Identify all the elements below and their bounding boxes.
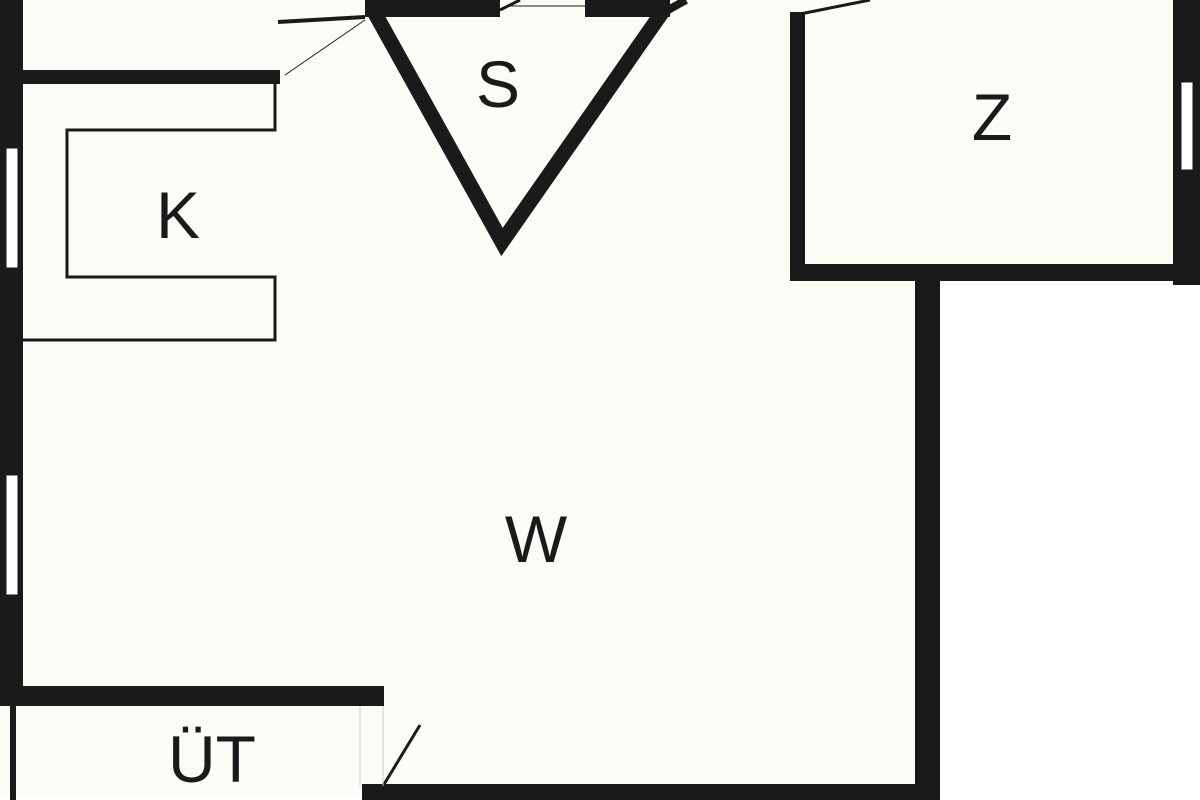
- z-bottom-wall: [790, 264, 1180, 281]
- ut-top-wall: [0, 686, 384, 706]
- w-right-wall: [915, 264, 940, 800]
- kitchen-top-wall: [22, 70, 280, 84]
- s-room-walls: [365, 0, 675, 257]
- kitchen-counter: [22, 84, 277, 342]
- s-top-wall-right: [585, 0, 670, 17]
- room-label-ut: ÜT: [168, 722, 256, 796]
- door-z-leaf: [794, 0, 871, 17]
- doors: [277, 0, 871, 787]
- window-kitchen: [5, 147, 19, 269]
- room-label-w: W: [505, 502, 568, 576]
- door-kitchen-leaf: [277, 15, 366, 24]
- window-z: [1180, 81, 1194, 171]
- w-bottom-wall: [362, 784, 940, 800]
- windows: [5, 81, 1194, 596]
- window-living: [5, 474, 19, 596]
- room-label-s: S: [476, 47, 520, 121]
- door-s-leaf: [499, 0, 521, 12]
- ut-left-wall: [10, 706, 16, 800]
- left-outer-wall: [0, 0, 23, 706]
- room-label-z: Z: [972, 80, 1012, 154]
- door-top-right: [666, 0, 688, 14]
- door-kitchen-swing: [284, 19, 366, 76]
- room-label-k: K: [156, 178, 200, 252]
- door-ut-leaf: [381, 724, 422, 787]
- z-left-wall: [790, 12, 805, 280]
- s-top-wall-left: [365, 0, 500, 17]
